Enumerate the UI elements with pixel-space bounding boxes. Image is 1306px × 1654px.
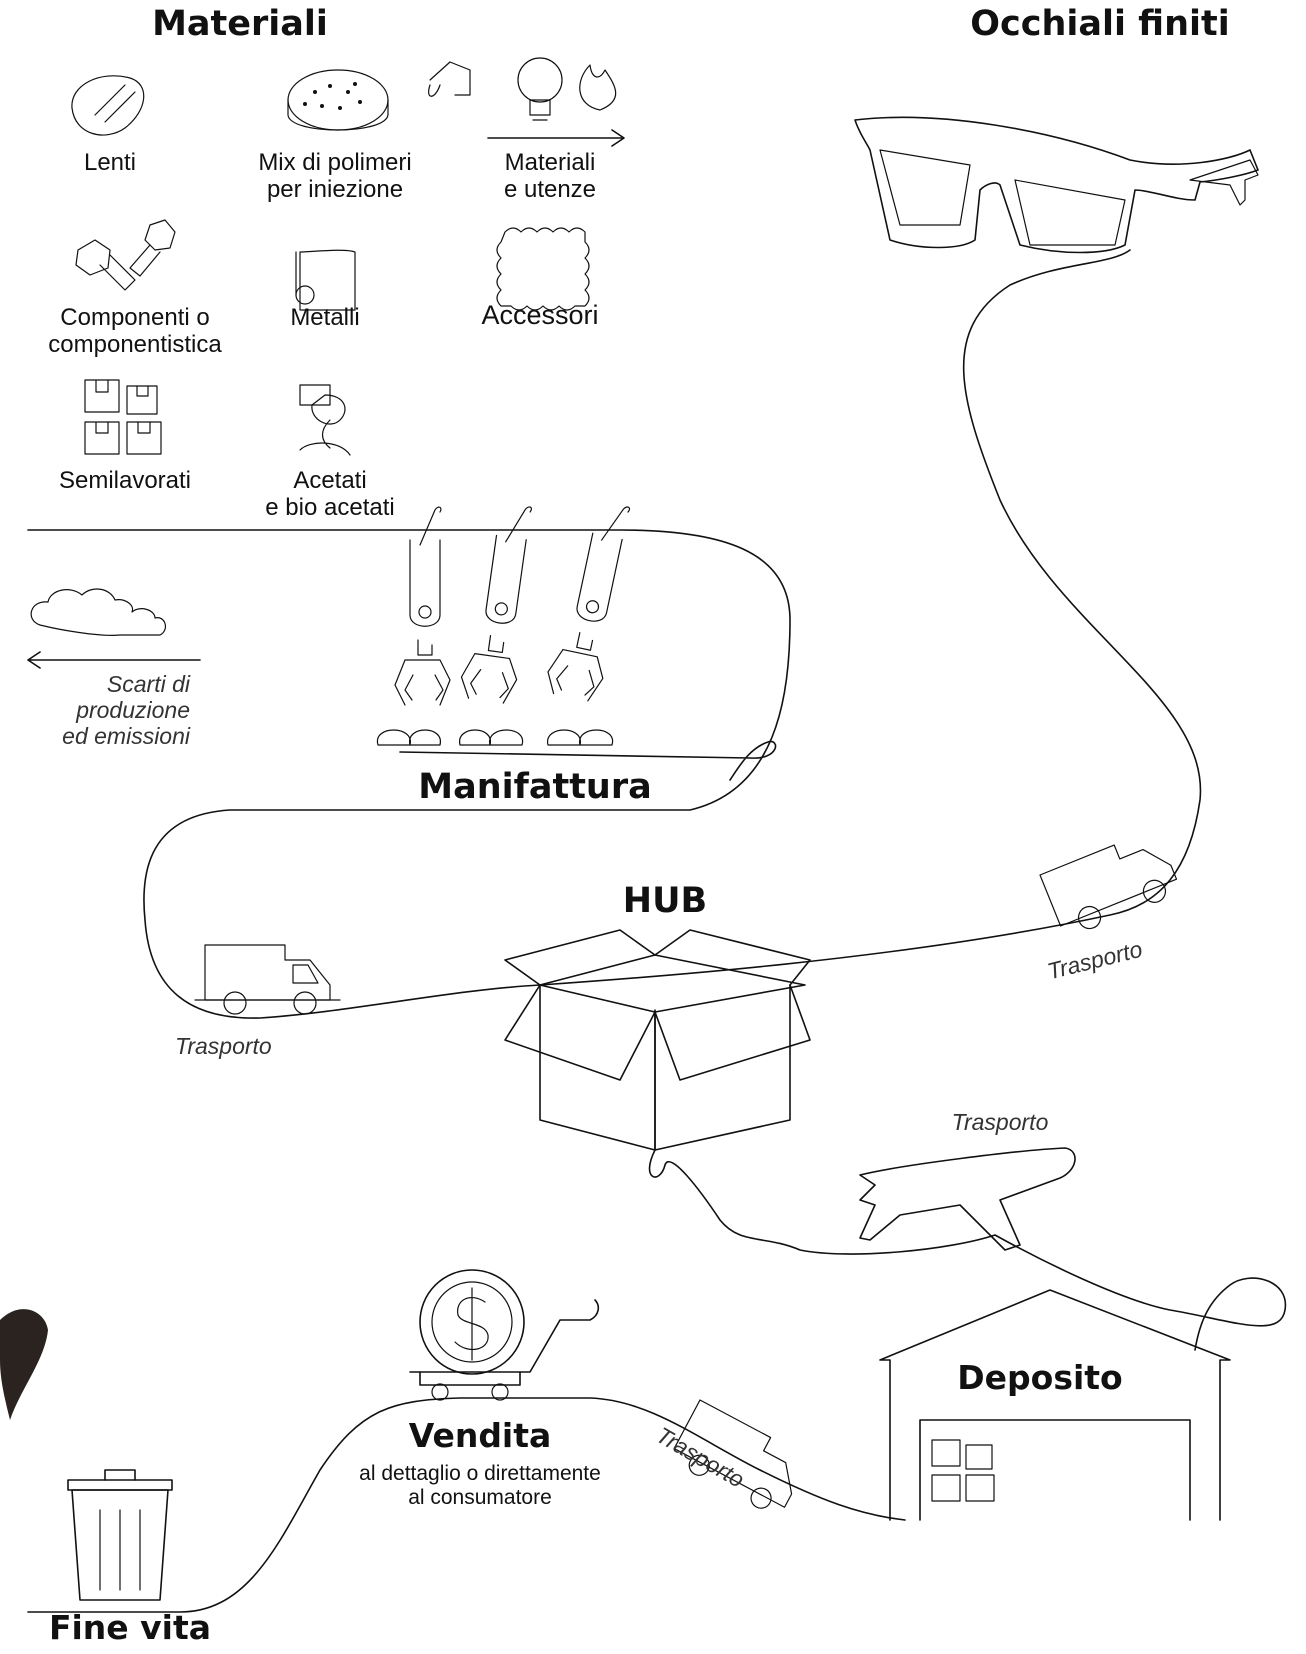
van-icon-left [194, 944, 341, 1015]
sale-title: Vendita [408, 1416, 552, 1455]
material-label-components: Componenti o componentistica [48, 304, 222, 358]
warehouse-icon [879, 1289, 1231, 1521]
sunglasses-icon [854, 116, 1259, 254]
van-icon-bottom [673, 1399, 793, 1509]
manufacturing-return-loop [399, 740, 777, 781]
waste-arrow [27, 651, 201, 669]
material-label-acetates: Acetati e bio acetati [265, 467, 395, 521]
hub-title: HUB [622, 881, 708, 921]
trash-bin-icon [67, 1469, 173, 1601]
material-label-polymers: Mix di polimeri per iniezione [258, 149, 412, 203]
lens-icon [71, 75, 145, 136]
material-label-metals: Metalli [290, 304, 360, 331]
material-label-accessories: Accessori [481, 300, 599, 330]
transport-label-left: Trasporto [175, 1033, 272, 1059]
glasses-temple-fragment [0, 1309, 48, 1420]
utilities-icon [428, 57, 617, 121]
finished-glasses-title: Occhiali finiti [970, 4, 1230, 44]
cart-coin-icon [409, 1269, 600, 1401]
sale-to-warehouse-line [27, 1397, 906, 1613]
warehouse-title: Deposito [957, 1358, 1123, 1397]
material-label-lenses: Lenti [83, 149, 137, 176]
utilities-arrow [487, 129, 625, 147]
boxes-icon [84, 379, 162, 455]
cloud-icon [30, 588, 167, 636]
manufacturing-title: Manifattura [418, 767, 652, 807]
accessories-icon [496, 227, 590, 311]
material-label-utilities: Materiali e utenze [503, 149, 597, 203]
hub-to-plane-line [648, 1009, 1287, 1351]
transport-label-plane: Trasporto [951, 1109, 1049, 1135]
plane-icon [859, 1147, 1076, 1251]
open-box-icon [504, 929, 811, 1151]
materials-title: Materiali [152, 4, 328, 44]
polymer-mix-icon [287, 69, 389, 131]
waste-label: Scarti di produzione ed emissioni [62, 671, 190, 749]
sale-subtitle: al dettaglio o direttamente al consumato… [359, 1462, 601, 1509]
van-icon-right [1039, 844, 1178, 930]
metal-sheet-icon [295, 249, 356, 311]
end-of-life-title: Fine vita [48, 1608, 212, 1647]
screws-icon [75, 219, 176, 291]
material-label-semifinished: Semilavorati [58, 467, 192, 494]
pouring-icon [299, 384, 351, 456]
robot-arms-icon [376, 497, 640, 746]
flow-line [27, 249, 1202, 1019]
